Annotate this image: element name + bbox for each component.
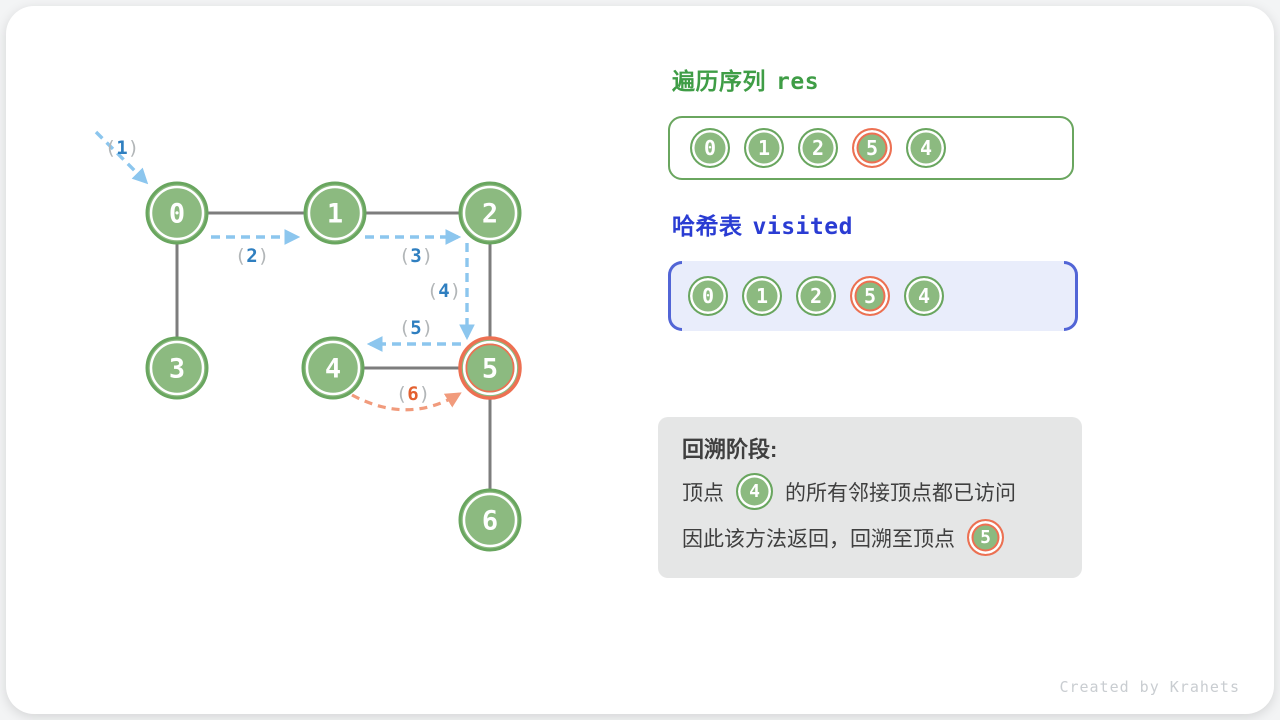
node-chip-0: 0 xyxy=(690,128,730,168)
step-label-6: (6) xyxy=(396,383,430,405)
graph-node-6: 6 xyxy=(458,488,522,552)
step-label-3: (3) xyxy=(399,245,433,267)
graph-node-1: 1 xyxy=(303,181,367,245)
graph-node-4: 4 xyxy=(301,336,365,400)
node-chip-2: 2 xyxy=(796,276,836,316)
node-chip-5: 5 xyxy=(850,276,890,316)
note-line-1: 顶点 4 的所有邻接顶点都已访问 xyxy=(682,473,1058,510)
graph-node-5-highlighted: 5 xyxy=(458,336,522,400)
note-line1-post: 的所有邻接顶点都已访问 xyxy=(785,481,1016,505)
traversal-arrows xyxy=(94,130,475,412)
node-chip-4: 4 xyxy=(904,276,944,316)
note-line-2: 因此该方法返回，回溯至顶点 5 xyxy=(682,519,1058,556)
visited-title-code: visited xyxy=(752,214,853,240)
svg-text:0: 0 xyxy=(169,199,185,230)
node-chip-0: 0 xyxy=(688,276,728,316)
arrow-step-6 xyxy=(351,392,462,412)
res-panel-title: 遍历序列 res xyxy=(672,62,819,96)
graph-nodes: 0 1 2 3 4 5 6 xyxy=(145,181,522,552)
svg-text:5: 5 xyxy=(482,354,498,385)
res-title-code: res xyxy=(776,69,820,95)
step-labels: (1) (2) (3) (4) (5) (6) xyxy=(105,137,461,405)
node-chip-2: 2 xyxy=(798,128,838,168)
res-title-cn: 遍历序列 xyxy=(672,68,766,94)
node-chip-1: 1 xyxy=(742,276,782,316)
svg-text:4: 4 xyxy=(325,354,341,385)
note-line2-pre: 因此该方法返回，回溯至顶点 xyxy=(682,527,955,551)
note-node-chip-4: 4 xyxy=(736,473,773,510)
step-label-5: (5) xyxy=(399,317,433,339)
svg-text:1: 1 xyxy=(327,199,343,230)
arrow-step-1 xyxy=(94,130,149,185)
svg-text:3: 3 xyxy=(169,354,185,385)
graph-node-0: 0 xyxy=(145,181,209,245)
backtrack-note-box: 回溯阶段: 顶点 4 的所有邻接顶点都已访问 因此该方法返回，回溯至顶点 5 xyxy=(658,417,1082,578)
node-chip-5: 5 xyxy=(852,128,892,168)
visited-panel-title: 哈希表 visited xyxy=(672,207,853,241)
graph-canvas: (1) (2) (3) (4) (5) (6) 0 1 2 3 xyxy=(94,130,522,552)
step-label-4: (4) xyxy=(427,280,461,302)
step-label-2: (2) xyxy=(235,245,269,267)
note-line1-pre: 顶点 xyxy=(682,481,724,505)
svg-text:2: 2 xyxy=(482,199,498,230)
svg-text:6: 6 xyxy=(482,506,498,537)
note-title: 回溯阶段: xyxy=(682,437,778,462)
watermark-credit: Created by Krahets xyxy=(1059,678,1240,696)
node-chip-1: 1 xyxy=(744,128,784,168)
note-node-chip-5: 5 xyxy=(967,519,1004,556)
step-label-1: (1) xyxy=(105,137,139,159)
node-chip-4: 4 xyxy=(906,128,946,168)
graph-node-2: 2 xyxy=(458,181,522,245)
graph-node-3: 3 xyxy=(145,336,209,400)
visited-title-cn: 哈希表 xyxy=(672,213,743,239)
